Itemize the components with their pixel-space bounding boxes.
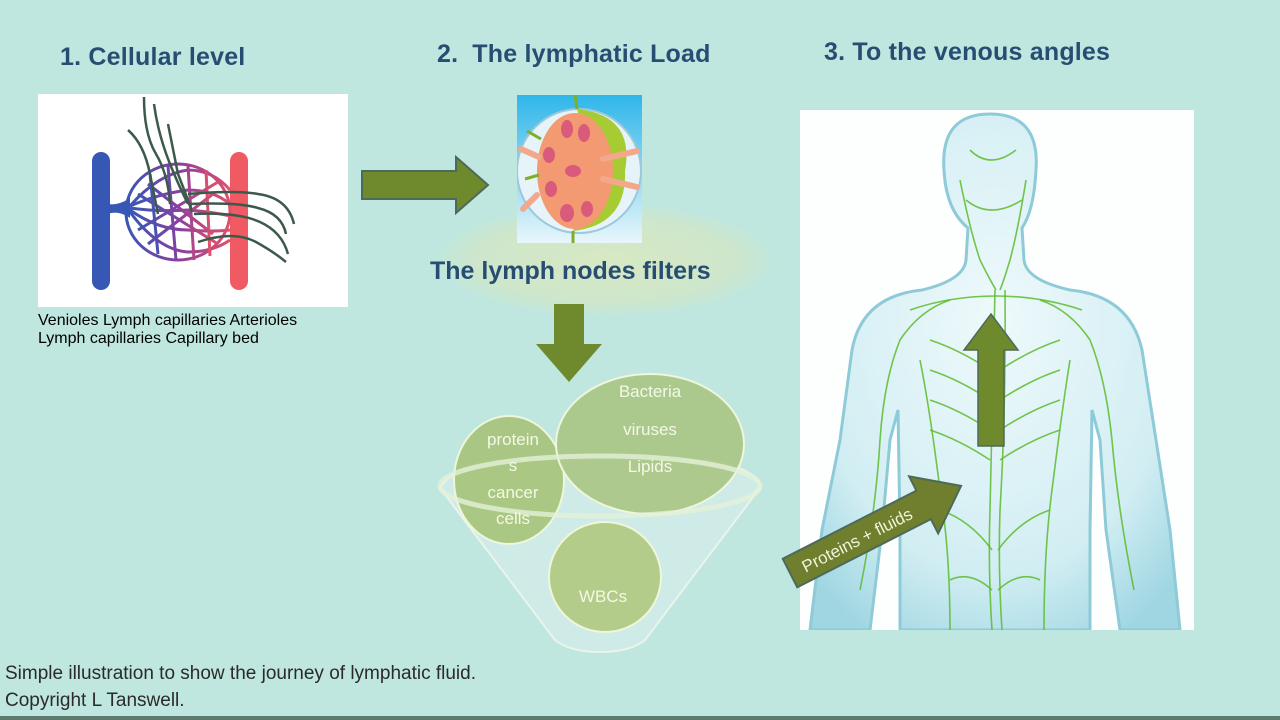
funnel-rim	[437, 453, 763, 519]
lymph-nodes-filters-label: The lymph nodes filters	[430, 257, 711, 285]
circle-text-line: cancer	[487, 483, 538, 502]
filter-funnel-diagram: protein s cancer cells Bacteria viruses …	[437, 373, 763, 654]
arrow-up-icon	[962, 312, 1020, 447]
caption: Simple illustration to show the journey …	[5, 660, 476, 714]
circle-wbcs	[548, 521, 662, 633]
heading-text: The lymphatic Load	[472, 40, 711, 68]
lymph-vessel-network	[859, 149, 1135, 630]
heading-cellular-level: 1. Cellular level	[60, 43, 246, 71]
circle-text-line: s	[509, 456, 518, 475]
circle-text-line: viruses	[623, 420, 677, 439]
circle-text-line: protein	[487, 430, 539, 449]
label-capillary-bed: Capillary bed	[165, 330, 259, 347]
label-capillaries-word: capillaries	[154, 312, 226, 329]
caption-line-description: Simple illustration to show the journey …	[5, 663, 477, 684]
label-lymph-capillaries-top: Lymph capillaries	[103, 312, 230, 329]
capillary-bed-illustration	[92, 96, 296, 290]
arrow-right-icon	[361, 155, 490, 215]
capillary-mesh	[124, 162, 232, 262]
bottom-border	[0, 716, 1280, 720]
arrow-diagonal-icon	[781, 475, 963, 589]
heading-lymphatic-load: 2. The lymphatic Load	[437, 40, 711, 69]
circle-text-line: Bacteria	[619, 382, 682, 401]
circle-text-line: Lipids	[628, 457, 672, 476]
label-lymph-word: Lymph	[38, 330, 86, 347]
proteins-fluids-arrow: Proteins + fluids	[781, 475, 963, 589]
label-venioles: Venioles	[38, 312, 99, 329]
heading-number: 2.	[437, 40, 459, 68]
circle-text-line: cells	[496, 509, 530, 528]
label-arterioles: Arterioles	[229, 312, 298, 329]
lymph-capillaries	[127, 96, 296, 263]
capillary-bed-diagram: Venioles Lymph capillaries Arterioles Ly…	[38, 94, 348, 347]
arrow-down-icon	[536, 304, 602, 382]
venule-vessel	[92, 152, 110, 290]
venule-branch	[108, 198, 130, 218]
label-capillaries-word: capillaries	[89, 330, 162, 347]
lymph-node-image	[517, 95, 642, 243]
arteriole-vessel	[230, 152, 248, 290]
heading-venous-angles: 3. To the venous angles	[824, 38, 1111, 66]
label-lymph-capillaries-right: Lymph capillaries	[38, 330, 165, 347]
caption-line-copyright: Copyright L Tanswell.	[5, 690, 185, 711]
circle-text-line: WBCs	[579, 587, 627, 606]
proteins-fluids-label: Proteins + fluids	[799, 504, 916, 576]
label-lymph-word: Lymph	[102, 312, 151, 329]
capillary-bed-label-box: Capillary bed	[165, 330, 258, 347]
